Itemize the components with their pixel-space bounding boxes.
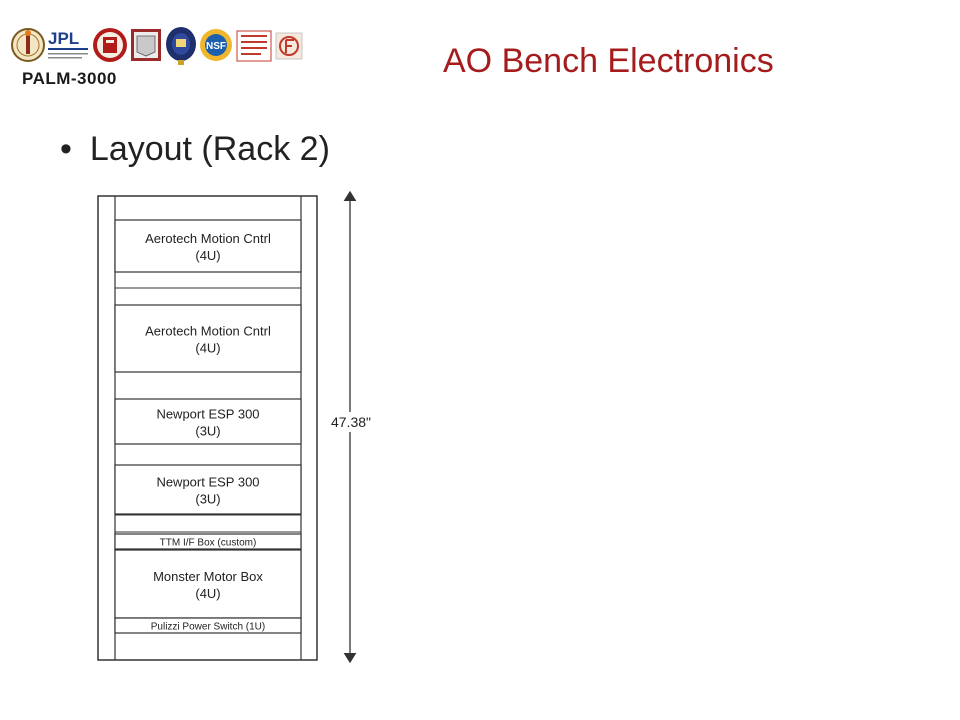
jpl-logo-icon: JPL: [48, 29, 88, 59]
bullet-item: • Layout (Rack 2): [60, 130, 330, 169]
height-label-bg: [326, 412, 376, 432]
rack-unit-label: Newport ESP 300: [156, 475, 259, 490]
amnh-logo-icon: [236, 30, 272, 62]
rack-unit-label: Monster Motor Box: [153, 569, 263, 584]
rack-unit-box: [114, 533, 302, 550]
rack-unit-box: [114, 549, 302, 619]
rack-unit-box: [114, 219, 302, 273]
rack-unit-box: [114, 464, 302, 515]
rack-unit-label: Newport ESP 300: [156, 407, 259, 422]
svg-text:JPL: JPL: [48, 29, 79, 48]
rack-unit-size-label: (4U): [195, 248, 220, 263]
svg-text:NSF: NSF: [206, 41, 226, 52]
bullet-dot-icon: •: [60, 130, 72, 168]
rack-unit-box: [114, 398, 302, 445]
page-title: AO Bench Electronics: [443, 42, 774, 80]
rack-unit-label: Pulizzi Power Switch (1U): [151, 622, 265, 633]
rack-unit-size-label: (3U): [195, 492, 220, 507]
oxford-crest-icon: [166, 27, 196, 65]
rack-unit-label: Aerotech Motion Cntrl: [145, 231, 271, 246]
rack-unit-size-label: (3U): [195, 424, 220, 439]
rack-unit-size-label: (4U): [195, 341, 220, 356]
org-label: PALM-3000: [22, 69, 117, 88]
university-crest-icon: [131, 29, 161, 61]
rack-unit-box: [114, 617, 302, 634]
rack-unit-label: Aerotech Motion Cntrl: [145, 324, 271, 339]
partner-logos: JPL NSF: [11, 27, 303, 65]
rack-diagram: Aerotech Motion Cntrl (4U) Aerotech Motion…: [97, 190, 376, 664]
caltech-seal-icon: [11, 28, 45, 62]
bullet-text: Layout (Rack 2): [89, 130, 330, 168]
rack-unit-box: [114, 304, 302, 373]
rack-units: Aerotech Motion Cntrl (4U) Aerotech Motion…: [114, 219, 302, 634]
rack-unit-size-label: (4U): [195, 586, 220, 601]
nsf-logo-icon: NSF: [200, 29, 232, 61]
flame-logo-icon: [275, 32, 303, 60]
height-label: 47.38": [331, 414, 371, 430]
cornell-seal-icon: [93, 28, 127, 62]
rack-unit-label: TTM I/F Box (custom): [160, 538, 257, 549]
